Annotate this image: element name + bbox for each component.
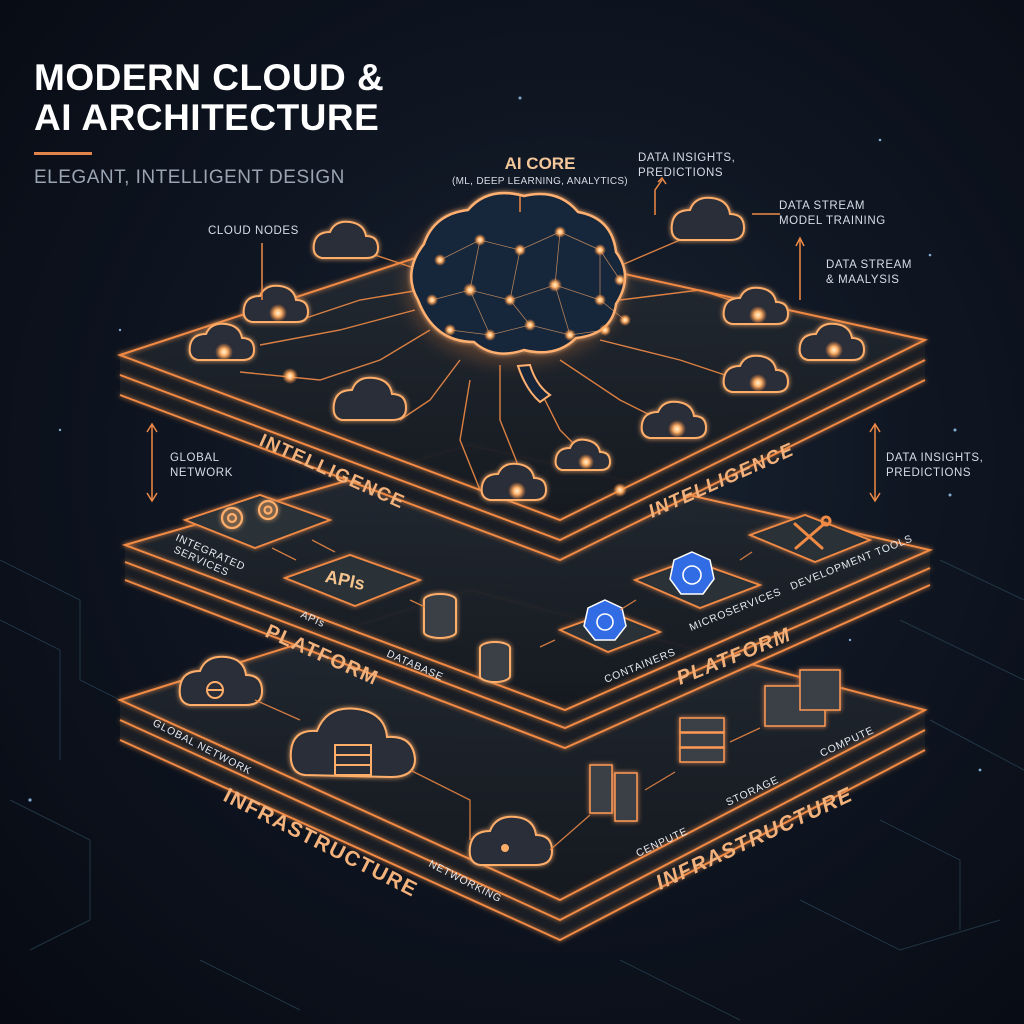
kubernetes-icon-microservices <box>669 551 715 595</box>
page-subtitle: ELEGANT, INTELLIGENT DESIGN <box>34 167 345 188</box>
node-glow-dots <box>215 304 843 500</box>
compute-left-server-icon <box>589 764 638 822</box>
model-training-line1: DATA STREAM <box>779 200 866 212</box>
data-insights-side-line1: DATA INSIGHTS, <box>886 452 984 464</box>
cloud-node-icons <box>188 196 866 501</box>
global-network-annotation: GLOBAL NETWORK <box>170 451 233 481</box>
analysis-line2: & MAALYSIS <box>826 274 900 286</box>
cloud-nodes-annotation: CLOUD NODES <box>208 225 299 237</box>
database-icon <box>423 593 511 683</box>
integrated-services-card <box>182 494 333 549</box>
big-cloud-storage-icon <box>289 707 417 779</box>
title-divider <box>34 152 92 155</box>
circuit-background <box>0 559 1024 1021</box>
data-insights-top-line2: PREDICTIONS <box>638 167 724 179</box>
page-title-line1: MODERN CLOUD & <box>34 57 385 98</box>
apis-card <box>282 554 423 607</box>
global-network-cloud-icon <box>178 655 264 706</box>
global-network-line1: GLOBAL <box>170 452 220 464</box>
wrench-screwdriver-icon <box>793 515 832 550</box>
ai-core-title: AI CORE <box>504 154 576 173</box>
compute-right-server-icon <box>764 669 841 727</box>
data-insights-top-line1: DATA INSIGHTS, <box>638 152 736 164</box>
star-dots <box>28 96 982 802</box>
page-title-line2: AI ARCHITECTURE <box>34 97 380 138</box>
data-insights-side-line2: PREDICTIONS <box>886 467 972 479</box>
storage-server-icon <box>679 717 725 763</box>
data-insights-top-annotation: DATA INSIGHTS, PREDICTIONS <box>638 151 735 181</box>
kubernetes-icon-containers <box>583 599 627 641</box>
annotation-connectors <box>146 176 881 503</box>
header: MODERN CLOUD & AI ARCHITECTURE ELEGANT, … <box>34 58 384 189</box>
analysis-line1: DATA STREAM <box>826 259 913 271</box>
brain-icon <box>405 191 631 404</box>
networking-cloud-icon <box>468 815 554 866</box>
ai-core-subtitle: (ML, DEEP LEARNING, ANALYTICS) <box>452 176 628 187</box>
gear-icon <box>220 499 279 530</box>
global-network-line2: NETWORK <box>170 467 233 479</box>
model-training-line2: MODEL TRAINING <box>779 215 886 227</box>
analysis-annotation: DATA STREAM & MAALYSIS <box>826 258 912 288</box>
data-insights-side-annotation: DATA INSIGHTS, PREDICTIONS <box>886 451 983 481</box>
model-training-annotation: DATA STREAM MODEL TRAINING <box>779 199 886 229</box>
